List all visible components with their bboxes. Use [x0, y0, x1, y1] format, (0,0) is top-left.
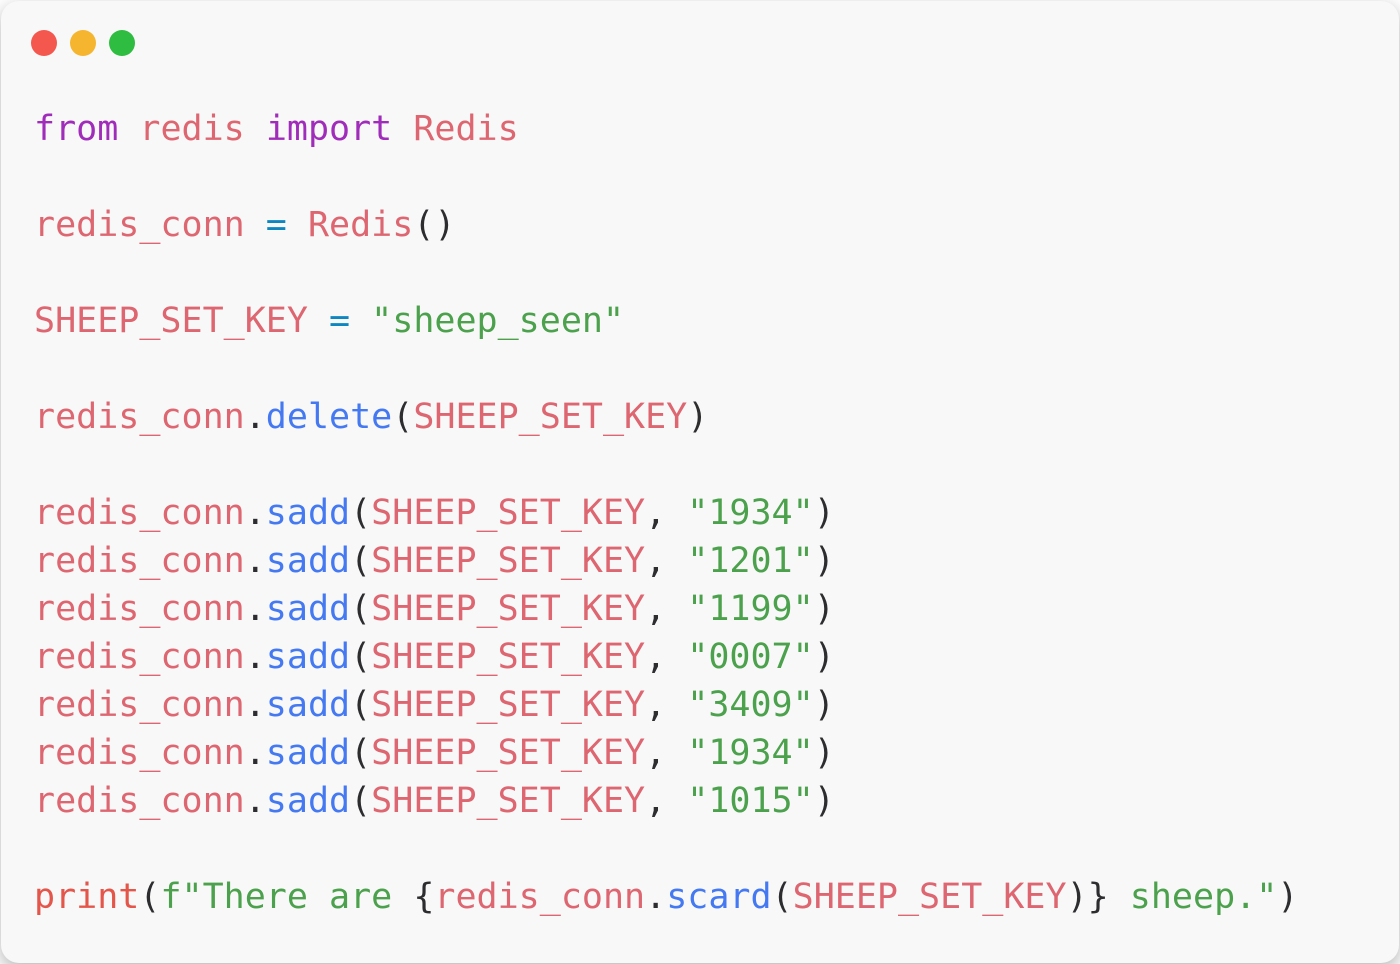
code-line	[34, 249, 1399, 297]
code-line	[34, 345, 1399, 393]
code-line	[34, 153, 1399, 201]
code-line: print(f"There are {redis_conn.scard(SHEE…	[34, 877, 1299, 917]
code-line	[34, 825, 1399, 873]
code-line: redis_conn.sadd(SHEEP_SET_KEY, "3409")	[34, 685, 835, 725]
window-titlebar	[1, 1, 1399, 56]
code-line: SHEEP_SET_KEY = "sheep_seen"	[34, 301, 625, 341]
code-line	[34, 441, 1399, 489]
code-line: redis_conn.sadd(SHEEP_SET_KEY, "1934")	[34, 733, 835, 773]
code-line: redis_conn.sadd(SHEEP_SET_KEY, "1934")	[34, 493, 835, 533]
code-line: redis_conn.delete(SHEEP_SET_KEY)	[34, 397, 709, 437]
code-line: redis_conn.sadd(SHEEP_SET_KEY, "1201")	[34, 541, 835, 581]
code-line: redis_conn.sadd(SHEEP_SET_KEY, "1199")	[34, 589, 835, 629]
code-line: from redis import Redis	[34, 109, 519, 149]
code-line: redis_conn.sadd(SHEEP_SET_KEY, "1015")	[34, 781, 835, 821]
code-line: redis_conn.sadd(SHEEP_SET_KEY, "0007")	[34, 637, 835, 677]
zoom-button[interactable]	[109, 30, 135, 56]
code-block: from redis import Redis redis_conn = Red…	[1, 105, 1399, 921]
code-line: redis_conn = Redis()	[34, 205, 456, 245]
close-button[interactable]	[31, 30, 57, 56]
minimize-button[interactable]	[70, 30, 96, 56]
